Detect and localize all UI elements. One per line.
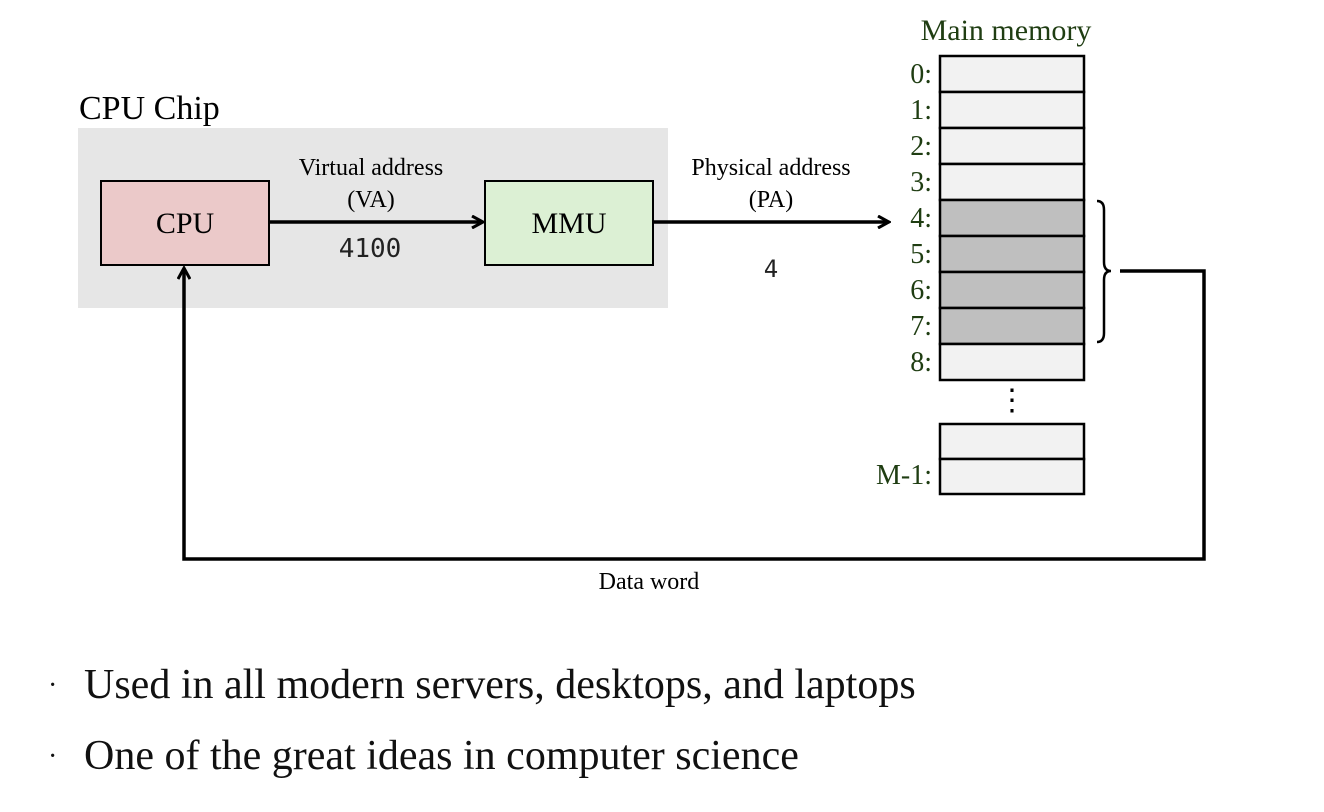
memory-row-label-7: 7:: [910, 311, 932, 342]
memory-title: Main memory: [921, 14, 1092, 47]
memory-row-label-5: 5:: [910, 239, 932, 270]
pa-label-line1: Physical address: [691, 155, 850, 181]
va-value: 4100: [339, 234, 402, 264]
bullet-text: Used in all modern servers, desktops, an…: [84, 662, 916, 708]
bullet-item: · One of the great ideas in computer scie…: [48, 721, 916, 792]
pa-label-line2: (PA): [749, 187, 793, 213]
bullet-marker: ·: [48, 741, 58, 772]
cpu-label: CPU: [156, 207, 215, 240]
memory-cell-2: [938, 126, 1086, 166]
mmu-box: [484, 180, 654, 266]
memory-cell-4: [938, 198, 1086, 238]
bullet-list: · Used in all modern servers, desktops, a…: [48, 650, 916, 792]
memory-row-label-3: 3:: [910, 167, 932, 198]
cpu-chip-label: CPU Chip: [79, 90, 220, 127]
data-word-brace: [1096, 199, 1112, 344]
bullet-item: · Used in all modern servers, desktops, a…: [48, 650, 916, 721]
mmu-label: MMU: [531, 207, 606, 240]
cpu-box: [100, 180, 270, 266]
memory-cell-6: [938, 270, 1086, 310]
memory-cell-m-2: [938, 422, 1086, 461]
memory-cell-7: [938, 306, 1086, 346]
address-translation-diagram: CPU Chip CPU MMU Virtual address (VA) 41…: [78, 14, 1206, 595]
bullet-marker: ·: [48, 670, 58, 701]
memory-row-label-2: 2:: [910, 131, 932, 162]
memory-ellipsis: ⋮: [997, 384, 1027, 417]
memory-cell-m-1: [938, 457, 1086, 496]
data-word-label: Data word: [599, 569, 700, 595]
memory-cell-3: [938, 162, 1086, 202]
memory-cell-5: [938, 234, 1086, 274]
pa-value: 4: [764, 255, 778, 283]
memory-cell-1: [938, 90, 1086, 130]
memory-rows: 0: 1: 2: 3: 4: 5: 6: 7: 8:: [910, 54, 1086, 382]
memory-row-label-4: 4:: [910, 203, 932, 234]
memory-row-label-6: 6:: [910, 275, 932, 306]
memory-cell-0: [938, 54, 1086, 94]
memory-row-label-8: 8:: [910, 347, 932, 378]
memory-cell-8: [938, 342, 1086, 382]
memory-row-label-last: M-1:: [876, 460, 932, 491]
va-label-line1: Virtual address: [299, 155, 444, 181]
data-word-path: [184, 269, 1206, 561]
bullet-text: One of the great ideas in computer scien…: [84, 733, 799, 779]
va-label-line2: (VA): [347, 187, 395, 213]
memory-row-label-1: 1:: [910, 95, 932, 126]
memory-row-label-0: 0:: [910, 59, 932, 90]
